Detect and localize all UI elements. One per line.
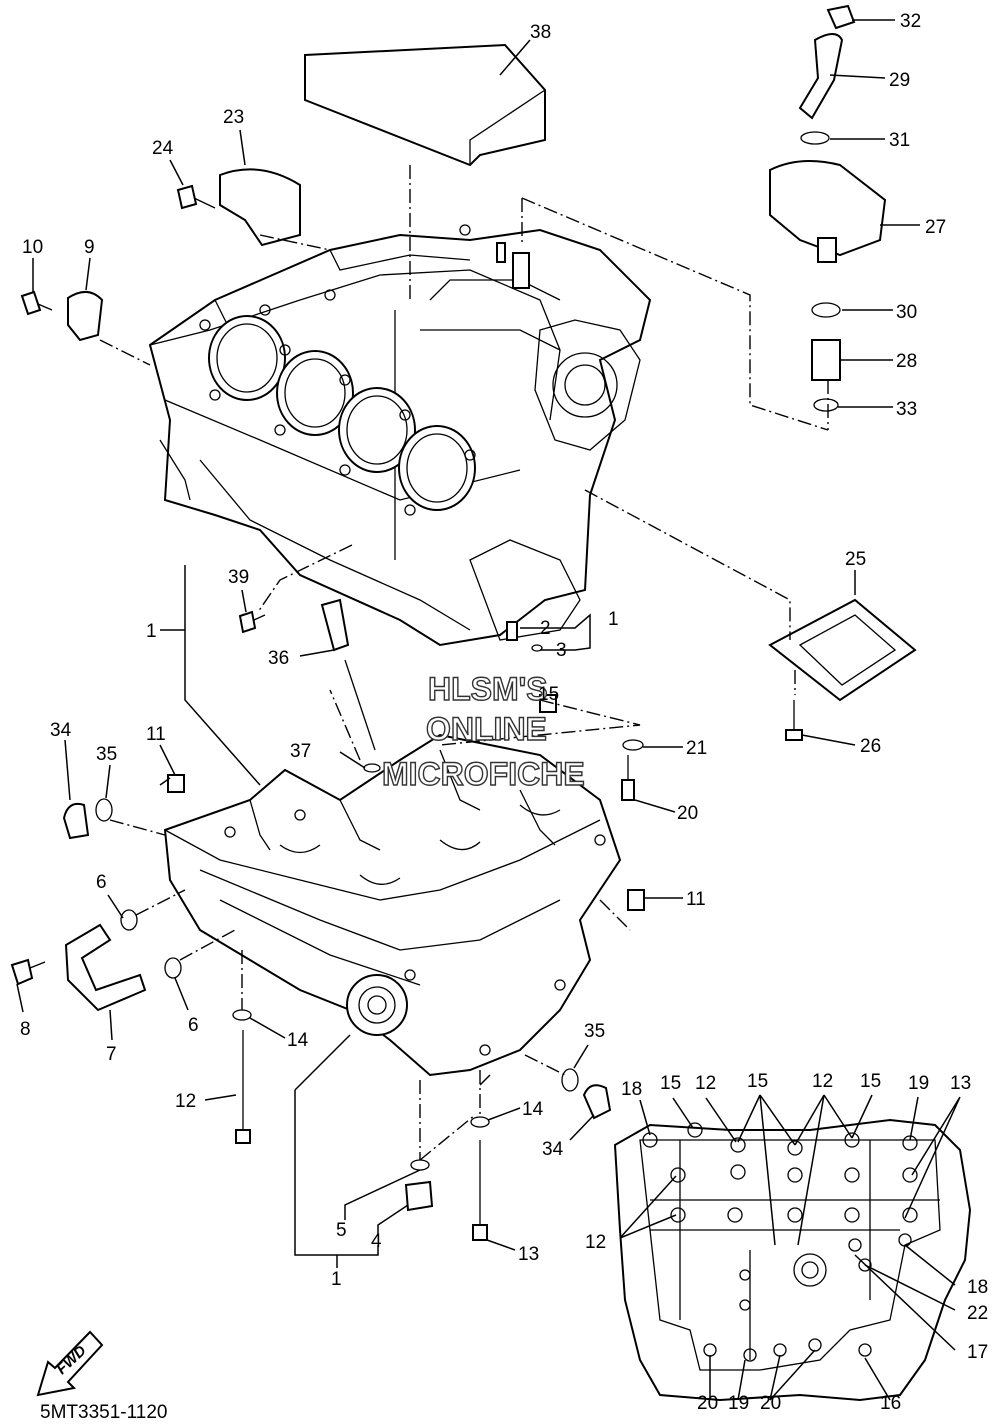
callout-7: 7 — [106, 1044, 117, 1065]
callout-9: 9 — [84, 237, 95, 258]
callout-34-right: 34 — [542, 1139, 564, 1160]
callout-15-inset-c: 15 — [860, 1071, 881, 1092]
callout-20-main: 20 — [677, 803, 698, 824]
callout-12-main: 12 — [175, 1091, 196, 1112]
callout-14-left: 14 — [287, 1030, 309, 1051]
callout-18-right: 18 — [967, 1277, 988, 1298]
callout-6-upper: 6 — [96, 872, 107, 893]
callout-15-inset-a: 15 — [660, 1073, 681, 1094]
callout-18-top: 18 — [621, 1079, 642, 1100]
leader-lines — [16, 19, 920, 1268]
callout-14-right: 14 — [522, 1099, 544, 1120]
callout-36: 36 — [268, 648, 289, 669]
callout-1-right: 1 — [608, 609, 619, 630]
callout-25: 25 — [845, 549, 866, 570]
callout-12-inset-a: 12 — [695, 1073, 716, 1094]
callout-20-inset-mid: 20 — [760, 1393, 781, 1414]
callout-24: 24 — [152, 138, 174, 159]
callout-26: 26 — [860, 736, 881, 757]
callout-38: 38 — [530, 22, 551, 43]
callout-8: 8 — [20, 1019, 31, 1040]
watermark-line-3: MICROFICHE — [382, 756, 585, 792]
callout-5: 5 — [336, 1220, 347, 1241]
callout-13-inset: 13 — [950, 1073, 971, 1094]
callout-34-left: 34 — [50, 720, 72, 741]
callout-15-inset-b: 15 — [747, 1071, 768, 1092]
upper-crankcase — [148, 224, 652, 647]
callout-27: 27 — [925, 217, 946, 238]
callout-12-inset-b: 12 — [812, 1071, 833, 1092]
callout-6-lower: 6 — [188, 1015, 199, 1036]
callout-23: 23 — [223, 107, 244, 128]
callout-11-left: 11 — [146, 724, 166, 745]
callout-16: 16 — [880, 1393, 901, 1414]
callout-13-main: 13 — [518, 1244, 539, 1265]
watermark-line-2: ONLINE — [426, 711, 547, 747]
lower-crankcase — [163, 733, 622, 1077]
callout-15-top: 15 — [538, 684, 559, 705]
callout-20-inset-left: 20 — [697, 1393, 718, 1414]
watermark-line-1: HLSM'S — [428, 671, 548, 707]
callout-22: 22 — [967, 1303, 988, 1324]
callout-19-top: 19 — [908, 1073, 929, 1094]
callout-32: 32 — [900, 11, 921, 32]
callout-10: 10 — [22, 237, 43, 258]
callout-21: 21 — [686, 738, 707, 759]
callout-11-right: 11 — [686, 889, 706, 910]
callout-30: 30 — [896, 302, 917, 323]
callout-35-right: 35 — [584, 1021, 605, 1042]
callout-37: 37 — [290, 741, 311, 762]
fwd-arrow-icon: FWD — [36, 1330, 104, 1397]
callout-3: 3 — [556, 640, 567, 661]
callout-1-left: 1 — [146, 621, 157, 642]
callout-35-left: 35 — [96, 744, 117, 765]
small-parts — [10, 4, 917, 1241]
callout-28: 28 — [896, 351, 917, 372]
watermark: HLSM'S ONLINE MICROFICHE — [381, 670, 585, 792]
callout-17: 17 — [967, 1342, 988, 1363]
callout-31: 31 — [889, 130, 910, 151]
callout-12-inset-left: 12 — [585, 1232, 606, 1253]
diagram-code: 5MT3351-1120 — [40, 1402, 167, 1423]
callout-29: 29 — [889, 70, 910, 91]
callout-labels: 32 29 31 27 30 28 33 38 23 24 10 9 25 26… — [20, 11, 988, 1414]
callout-19-bottom: 19 — [728, 1393, 749, 1414]
callout-1-bottom: 1 — [331, 1269, 342, 1290]
callout-39: 39 — [228, 567, 249, 588]
callout-4: 4 — [371, 1231, 382, 1252]
callout-33: 33 — [896, 399, 917, 420]
inset-bottom-view — [613, 1094, 972, 1402]
callout-2: 2 — [540, 618, 551, 639]
